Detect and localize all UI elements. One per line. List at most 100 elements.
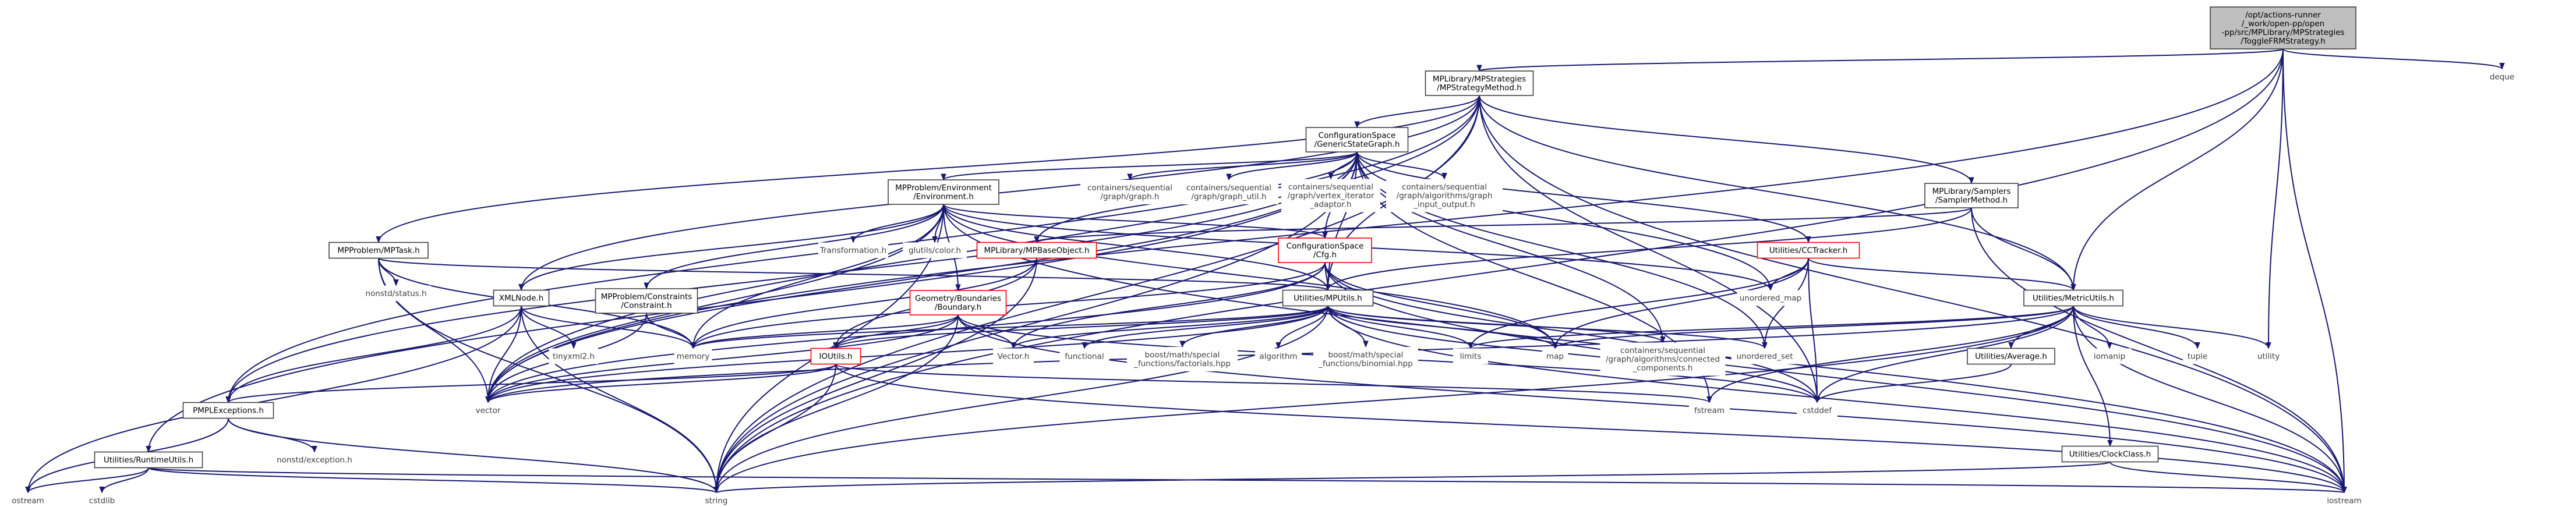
edge-metricutils-to-iomanip <box>2073 306 2110 349</box>
arrowhead-genericstategraph-to-seq_graph <box>1127 173 1133 181</box>
node-clockclass[interactable]: Utilities/ClockClass.h <box>2061 445 2159 463</box>
arrowhead-runtimeutils-to-ostream <box>25 487 31 494</box>
node-mputils[interactable]: Utilities/MPUtils.h <box>1282 289 1374 307</box>
node-label-cstddef-line-0: cstddef <box>1803 406 1832 416</box>
edge-environment-to-memory <box>692 204 944 349</box>
node-cctracker[interactable]: Utilities/CCTracker.h <box>1757 242 1860 259</box>
node-boundary[interactable]: Geometry/Boundaries/Boundary.h <box>909 290 1007 315</box>
node-bg-utility <box>2249 348 2288 364</box>
edge-cctracker-to-map <box>1554 258 1809 349</box>
node-binomial: boost/math/special_functions/binomial.hp… <box>1313 347 1418 371</box>
node-label-iostream-line-0: iostream <box>2327 497 2361 506</box>
edge-mptask-to-mputils <box>378 257 1328 291</box>
node-bg-fstream <box>1689 402 1730 419</box>
node-box-cfg <box>1278 237 1372 263</box>
arrowhead-genericstategraph-to-environment <box>941 173 946 181</box>
arrowhead-genericstategraph-to-runtimeutils <box>146 446 151 453</box>
edge-mputils-to-map <box>1327 306 1556 349</box>
edge-environment-to-vector <box>487 204 944 403</box>
node-unordered_map: unordered_map <box>1737 290 1804 306</box>
node-label-binomial-line-1: _functions/binomial.hpp <box>1318 359 1413 368</box>
node-nonstdstatus: nonstd/status.h <box>361 285 431 302</box>
node-label-connected_components-line-2: _components.h <box>1632 364 1692 373</box>
edge-root-to-iostream <box>2282 48 2345 493</box>
node-label-pmplexceptions-line-0: PMPLExceptions.h <box>193 406 264 416</box>
edge-environment-to-xmlnode <box>521 204 944 290</box>
node-label-utility-line-0: utility <box>2257 352 2280 361</box>
node-label-mpstrategymethod-line-0: MPLibrary/MPStrategies <box>1433 75 1526 84</box>
node-root[interactable]: /opt/actions-runner/_work/open-pp/open-p… <box>2210 6 2356 49</box>
node-cfg[interactable]: ConfigurationSpace/Cfg.h <box>1278 237 1372 263</box>
edge-genericstategraph-to-cctracker <box>1356 151 1809 243</box>
arrowhead-xmlnode-to-tinyxml2 <box>571 342 577 349</box>
edge-cfg-to-map <box>1324 262 1556 349</box>
node-genericstategraph[interactable]: ConfigurationSpace/GenericStateGraph.h <box>1305 127 1409 153</box>
node-environment[interactable]: MPProblem/Environment/Environment.h <box>888 179 999 205</box>
node-xmlnode[interactable]: XMLNode.h <box>493 289 550 307</box>
node-label-constraint-line-1: /Constraint.h <box>621 301 672 310</box>
node-bg-vectorh <box>993 348 1034 364</box>
arrowhead-environment-to-constraint <box>644 282 649 290</box>
edge-mpstrategymethod-to-samplermethod <box>1479 95 1972 184</box>
node-metricutils[interactable]: Utilities/MetricUtils.h <box>2023 289 2123 307</box>
node-bg-memory <box>674 348 712 364</box>
edge-mputils-to-vectorh <box>1013 306 1328 349</box>
edge-cfg-to-memory <box>692 262 1326 349</box>
edge-cctracker-to-metricutils <box>1808 257 2074 291</box>
node-box-runtimeutils <box>94 451 203 469</box>
node-seq_input_output: containers/sequential/graph/algorithms/g… <box>1386 179 1503 212</box>
edge-cfg-to-vector <box>487 262 1326 403</box>
edge-genericstategraph-to-mputils <box>1327 151 1358 290</box>
node-box-clockclass <box>2061 445 2159 463</box>
node-label-seq_graph_util-line-1: /graph/graph_util.h <box>1191 192 1266 201</box>
arrowhead-samplermethod-to-mpbaseobject <box>1034 236 1040 243</box>
edge-mputils-to-iostream <box>1327 306 2345 493</box>
node-ioutils[interactable]: IOUtils.h <box>810 348 861 365</box>
node-label-cctracker-line-0: Utilities/CCTracker.h <box>1769 246 1848 256</box>
node-label-constraint-line-0: MPProblem/Constraints <box>601 292 692 302</box>
node-constraint[interactable]: MPProblem/Constraints/Constraint.h <box>595 288 698 314</box>
node-box-average <box>1967 348 2055 365</box>
arrowhead-metricutils-to-tuple <box>2195 342 2200 349</box>
node-mpstrategymethod[interactable]: MPLibrary/MPStrategies/MPStrategyMethod.… <box>1425 70 1534 96</box>
node-label-vectorh-line-0: Vector.h <box>998 352 1030 361</box>
edge-genericstategraph-to-environment <box>943 151 1358 180</box>
node-label-root-line-1: /_work/open-pp/open <box>2242 19 2324 29</box>
node-label-memory-line-0: memory <box>677 352 709 361</box>
edge-metricutils-to-fstream <box>1709 306 2074 403</box>
edge-genericstategraph-to-seq_graph_util <box>1228 151 1358 180</box>
edge-metricutils-to-cstddef <box>1817 306 2074 403</box>
arrowhead-pmplexceptions-to-nonstdexception <box>312 446 317 453</box>
arrowhead-metricutils-to-average <box>2008 342 2014 349</box>
node-samplermethod[interactable]: MPLibrary/Samplers/SamplerMethod.h <box>1924 183 2019 208</box>
edge-environment-to-constraint <box>646 204 944 289</box>
edge-ioutils-to-vector <box>487 364 836 403</box>
node-mpbaseobject[interactable]: MPLibrary/MPBaseObject.h <box>976 242 1097 259</box>
node-box-root <box>2210 6 2356 49</box>
node-glutilscolor: glutils/color.h <box>903 242 967 258</box>
node-utility: utility <box>2249 348 2288 364</box>
node-mptask[interactable]: MPProblem/MPTask.h <box>328 242 429 259</box>
edge-mputils-to-unordered_set <box>1327 306 1765 349</box>
node-bg-cstddef <box>1797 402 1838 419</box>
node-average[interactable]: Utilities/Average.h <box>1967 348 2055 365</box>
node-vectorh: Vector.h <box>993 348 1034 364</box>
node-pmplexceptions[interactable]: PMPLExceptions.h <box>182 402 274 419</box>
node-label-seq_input_output-line-0: containers/sequential <box>1402 183 1487 192</box>
edge-metricutils-to-limits <box>1470 305 2074 349</box>
edge-root-to-deque <box>2282 48 2503 70</box>
node-label-xmlnode-line-0: XMLNode.h <box>499 294 544 303</box>
arrowhead-mputils-to-unordered_set <box>1762 342 1768 349</box>
node-bg-map <box>1542 348 1568 364</box>
node-label-cfg-line-1: /Cfg.h <box>1313 250 1337 260</box>
edge-xmlnode-to-vector <box>487 306 522 403</box>
node-runtimeutils[interactable]: Utilities/RuntimeUtils.h <box>94 451 203 469</box>
node-bg-unordered_set <box>1731 348 1798 364</box>
edge-root-to-string <box>716 48 2284 493</box>
edges-layer <box>25 48 2505 494</box>
node-label-mputils-line-0: Utilities/MPUtils.h <box>1294 294 1362 303</box>
node-label-cstdlib-line-0: cstdlib <box>89 497 115 506</box>
node-label-seq_graph-line-0: containers/sequential <box>1087 183 1172 193</box>
node-label-fstream-line-0: fstream <box>1694 406 1725 416</box>
